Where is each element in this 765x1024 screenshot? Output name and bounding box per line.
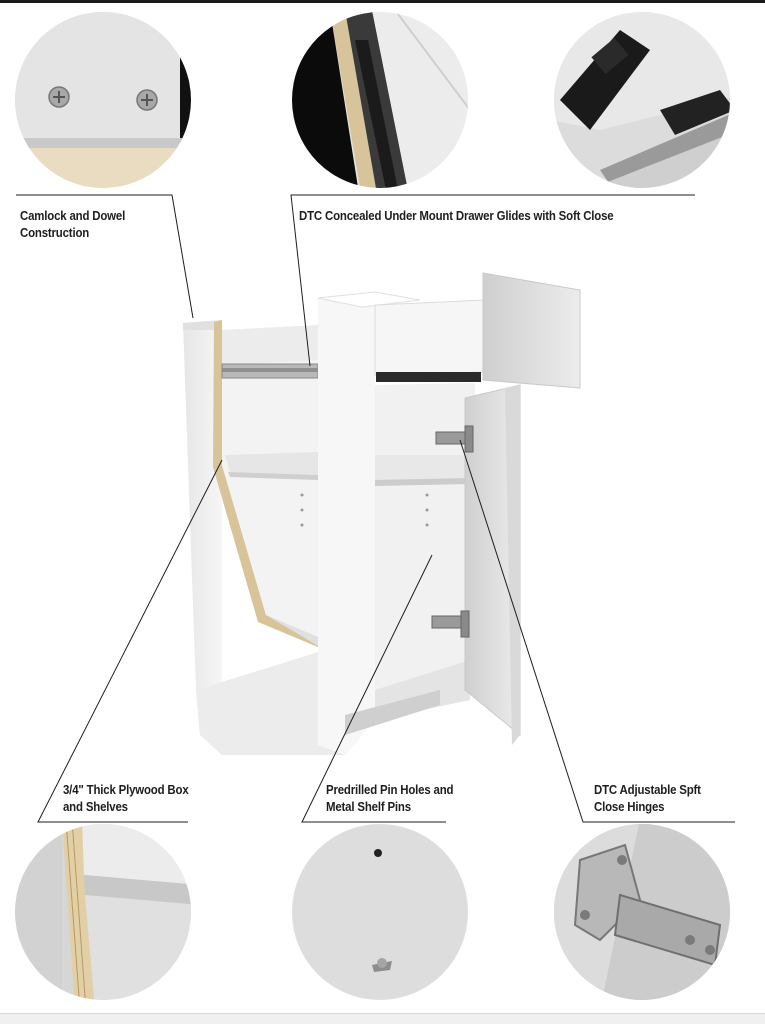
cabinet-center-stile [318,292,375,755]
plywood-callout-line2: and Shelves [63,799,128,814]
pin-holes-callout-line2: Metal Shelf Pins [326,799,411,814]
soft-close-detail-circle [554,12,730,188]
shelf-pin-detail-circle [292,824,468,1000]
screw-icon [136,89,158,111]
pin-holes-callout: Predrilled Pin Holes and Metal Shelf Pin… [326,781,454,815]
camlock-leader-line [16,194,194,319]
camlock-callout-line2: Construction [20,225,90,240]
hinges-leader-line [459,439,735,823]
plywood-leader-line [37,459,223,823]
plywood-detail-circle [15,824,191,1000]
camlock-callout: Camlock and Dowel Construction [20,207,125,241]
hinge-icon [431,610,470,638]
pin-hole-icon [374,849,382,857]
screw-icon [48,86,70,108]
drawer-glide-detail-circle [292,12,468,188]
hinges-callout: DTC Adjustable Spft Close Hinges [594,781,701,815]
camlock-callout-line1: Camlock and Dowel [20,208,126,223]
drawer-glides-callout: DTC Concealed Under Mount Drawer Glides … [299,207,614,224]
drawer-glide-right [376,372,481,382]
shelf-pin-icon [372,958,392,972]
drawer-box [374,299,486,376]
hinge-detail-circle [554,824,730,1000]
cabinet-left-panel [183,320,222,755]
hinges-callout-line2: Close Hinges [594,799,665,814]
top-border [0,0,765,3]
pin-holes-callout-line1: Predrilled Pin Holes and [326,782,454,797]
plywood-callout-line1: 3/4" Thick Plywood Box [63,782,189,797]
camlock-detail-circle [15,12,191,188]
bottom-border [0,1013,765,1024]
drawer-glide-leader-line [290,194,695,367]
pin-holes-leader-line [301,554,446,823]
base-cabinet [183,272,581,755]
plywood-callout: 3/4" Thick Plywood Box and Shelves [63,781,189,815]
hinges-callout-line1: DTC Adjustable Spft [594,782,701,797]
drawer-front [482,272,581,389]
drawer-glides-callout-line1: DTC Concealed Under Mount Drawer Glides … [299,208,614,223]
leader-lines [16,194,735,823]
